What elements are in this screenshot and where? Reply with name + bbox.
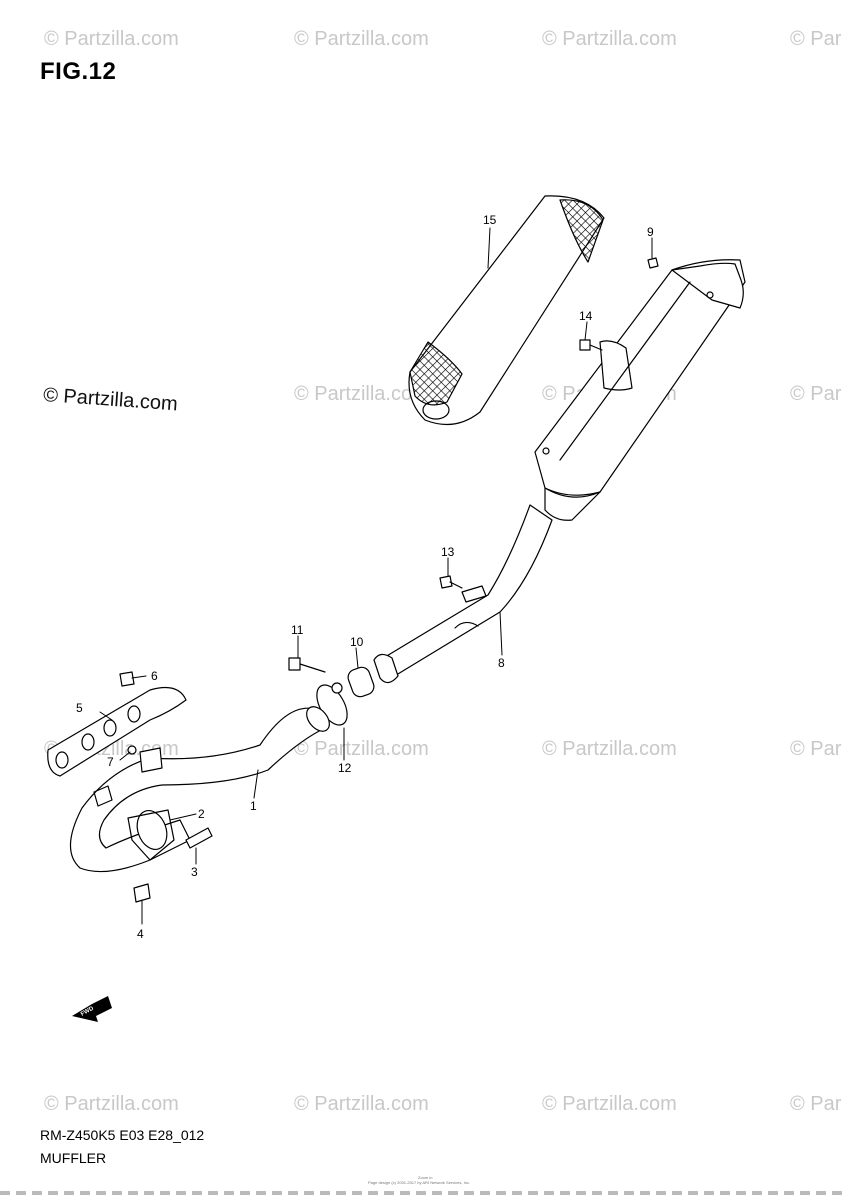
- figure-title: FIG.12: [40, 58, 117, 85]
- watermark: © Par: [790, 738, 842, 760]
- watermark: © Par: [790, 1093, 842, 1115]
- callout-12: 12: [338, 761, 352, 775]
- joint-part: [347, 666, 375, 698]
- screw-part-9: [647, 257, 659, 269]
- watermark: © Partzilla.com: [542, 1093, 677, 1115]
- watermark: © Par: [790, 28, 842, 50]
- exhaust-header-pipe: [69, 706, 330, 873]
- header-protector: [47, 687, 187, 777]
- diagram-name: MUFFLER: [40, 1150, 107, 1166]
- callout-1: 1: [250, 799, 257, 813]
- watermark: © Par: [790, 383, 842, 405]
- bolt-part-11: [288, 657, 326, 673]
- watermark: © Partzilla.com: [542, 738, 677, 760]
- bolt-part-6: [119, 671, 135, 687]
- bolt-part-13: [439, 575, 463, 589]
- callout-15: 15: [483, 213, 497, 227]
- gasket: [136, 810, 168, 850]
- fwd-arrow-icon: FWD: [72, 996, 112, 1022]
- bottom-divider: [0, 1191, 848, 1195]
- callout-9: 9: [647, 225, 654, 239]
- watermark: © Partzilla.com: [542, 28, 677, 50]
- muffler-heat-cover: [408, 195, 605, 426]
- callout-14: 14: [579, 309, 593, 323]
- callout-2: 2: [198, 807, 205, 821]
- watermark: © Partzilla.com: [294, 383, 429, 405]
- callout-4: 4: [137, 927, 144, 941]
- watermark: © Partzilla.com: [44, 1093, 179, 1115]
- zoom-link[interactable]: Zoom in: [418, 1175, 433, 1180]
- callout-13: 13: [441, 545, 455, 559]
- bolt-part-14: [579, 339, 603, 351]
- copyright-footer: Page design (c) 2001-2017 by ARI Network…: [368, 1180, 471, 1185]
- exhaust-mid-pipe: [373, 504, 553, 684]
- watermark: © Partzilla.com: [44, 28, 179, 50]
- muffler-silencer: [534, 259, 746, 521]
- nut-part-4: [133, 883, 151, 903]
- callout-6: 6: [151, 669, 158, 683]
- callout-5: 5: [76, 701, 83, 715]
- exhaust-flange: [127, 809, 175, 861]
- watermark: © Partzilla.com: [294, 738, 429, 760]
- callout-3: 3: [191, 865, 198, 879]
- watermark: © Partzilla.com: [294, 28, 429, 50]
- callout-11: 11: [291, 623, 304, 637]
- callout-10: 10: [350, 635, 364, 649]
- watermark: © Partzilla.com: [294, 1093, 429, 1115]
- stud-bolt: [185, 827, 213, 849]
- diagram-code: RM-Z450K5 E03 E28_012: [40, 1127, 205, 1143]
- callout-8: 8: [498, 656, 505, 670]
- callout-7: 7: [107, 755, 114, 769]
- leader-lines: [99, 227, 653, 925]
